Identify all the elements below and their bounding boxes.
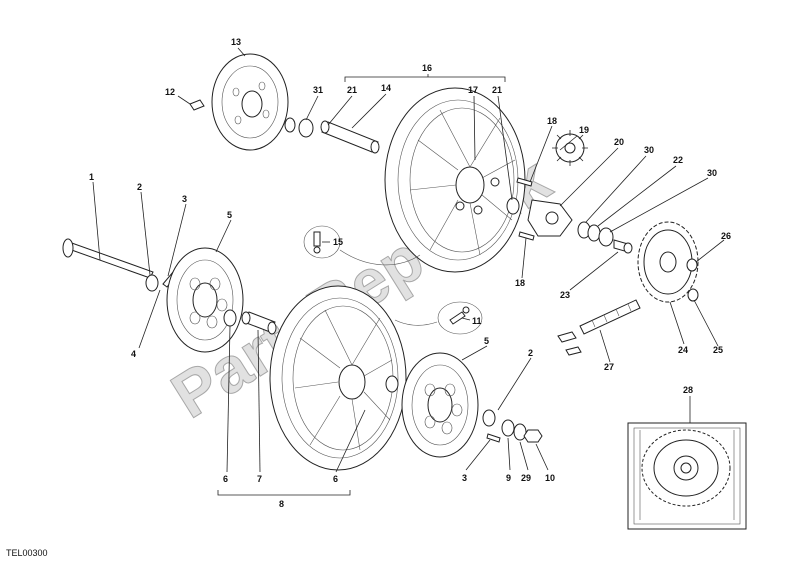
callout-4: 4 [131, 349, 136, 359]
callout-2-right: 2 [528, 348, 533, 358]
rear-sprocket [637, 221, 699, 303]
parts-9-29-10 [501, 419, 543, 443]
callout-1: 1 [89, 172, 94, 182]
rear-axle-spacer-14 [320, 120, 380, 154]
callout-17: 17 [468, 85, 478, 95]
callout-23: 23 [560, 290, 570, 300]
bearing-21-right [506, 197, 520, 215]
callout-5-left: 5 [227, 210, 232, 220]
front-brake-disc-left [166, 247, 244, 353]
drawing-code: TEL00300 [6, 548, 48, 558]
callout-10: 10 [545, 473, 555, 483]
front-wheel [269, 285, 407, 471]
valve-link-line [339, 249, 421, 266]
bolt-3-right [486, 433, 501, 443]
leader-lines [92, 47, 725, 473]
spacers-31 [284, 117, 314, 138]
front-spacer-7 [241, 311, 277, 335]
inset-detail-28 [627, 422, 747, 530]
callout-29: 29 [521, 473, 531, 483]
nut-26 [686, 258, 698, 272]
callout-7: 7 [257, 474, 262, 484]
sprocket-carrier-20 [527, 199, 573, 237]
bearing-6-left [223, 309, 237, 327]
bush-23 [613, 239, 633, 254]
callout-30-bottom: 30 [707, 168, 717, 178]
callout-18-bottom: 18 [515, 278, 525, 288]
rear-brake-disc [211, 53, 289, 151]
callout-21-right: 21 [492, 85, 502, 95]
callout-24: 24 [678, 345, 688, 355]
callout-19: 19 [579, 125, 589, 135]
callout-20: 20 [614, 137, 624, 147]
callout-18-top: 18 [547, 116, 557, 126]
bracket-16 [344, 76, 506, 82]
callout-14: 14 [381, 83, 391, 93]
callout-11: 11 [472, 316, 482, 326]
spacer-2-left [145, 274, 159, 292]
callout-9: 9 [506, 473, 511, 483]
callout-6-right: 6 [333, 474, 338, 484]
callout-26: 26 [721, 231, 731, 241]
callout-3-right: 3 [462, 473, 467, 483]
callout-28: 28 [683, 385, 693, 395]
callout-8: 8 [279, 499, 284, 509]
front-axle [62, 238, 154, 279]
callout-25: 25 [713, 345, 723, 355]
callout-labels: 13 12 31 21 14 16 17 21 18 19 20 30 22 3… [89, 37, 731, 509]
bracket-8 [217, 490, 351, 496]
gear-icon-19 [552, 130, 588, 166]
callout-13: 13 [231, 37, 241, 47]
callout-30-top: 30 [644, 145, 654, 155]
spacers-30-22 [577, 221, 614, 247]
callout-3-left: 3 [182, 194, 187, 204]
spacer-2-right [482, 409, 496, 427]
callout-12: 12 [165, 87, 175, 97]
callout-15: 15 [333, 237, 343, 247]
front-brake-disc-right [401, 352, 479, 458]
callout-5-right: 5 [484, 336, 489, 346]
callout-22: 22 [673, 155, 683, 165]
bolt-12 [189, 99, 205, 111]
callout-16: 16 [422, 63, 432, 73]
rear-wheel [384, 87, 526, 273]
callout-21-left: 21 [347, 85, 357, 95]
chain [557, 299, 641, 356]
valve-15 [303, 225, 341, 259]
studs-18 [516, 177, 535, 241]
bearing-6-right [385, 375, 399, 393]
nut-25 [687, 288, 699, 302]
valve-11 [437, 301, 483, 335]
callout-6-left: 6 [223, 474, 228, 484]
callout-27: 27 [604, 362, 614, 372]
callout-2-left: 2 [137, 182, 142, 192]
callout-31: 31 [313, 85, 323, 95]
